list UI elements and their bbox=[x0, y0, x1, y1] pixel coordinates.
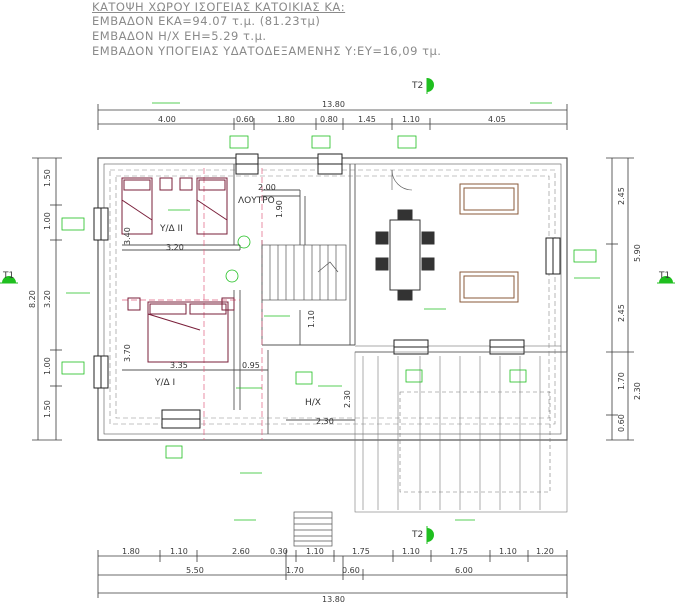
dim-bottom-row2-2: 1.70 bbox=[286, 566, 304, 575]
dim-bottom-8: 1.75 bbox=[450, 547, 468, 556]
plan-title: ΚΑΤΟΨΗ ΧΩΡΟΥ ΙΣΟΓΕΙΑΣ ΚΑΤΟΙΚΙΑΣ ΚΑ: bbox=[92, 0, 346, 14]
dim-bottom-4: 0.30 bbox=[270, 547, 288, 556]
pergola bbox=[354, 351, 568, 513]
t1-left-label: T1 bbox=[2, 271, 14, 281]
sofa-bottom bbox=[459, 271, 519, 303]
bed-bedroom2 bbox=[121, 177, 228, 235]
dim-left-1: 1.50 bbox=[43, 169, 52, 187]
section-mark-t2-top: T2 bbox=[411, 78, 434, 94]
dim-left-5: 1.50 bbox=[43, 400, 52, 418]
level-markers bbox=[61, 102, 600, 521]
t1-right-label: T1 bbox=[658, 271, 670, 281]
entrance-steps bbox=[293, 511, 333, 547]
dim-bottom-2: 1.10 bbox=[170, 547, 188, 556]
windows bbox=[93, 153, 561, 429]
dim-bottom-1: 1.80 bbox=[122, 547, 140, 556]
sofa-top bbox=[459, 183, 519, 215]
room-label-bedroom2: Υ/Δ ΙΙ bbox=[159, 224, 183, 234]
dim-left-3: 3.20 bbox=[43, 290, 52, 308]
dim-bottom-10: 1.20 bbox=[536, 547, 554, 556]
dim-bottom-5: 1.10 bbox=[306, 547, 324, 556]
room-label-wc: Η/Χ bbox=[305, 398, 321, 408]
dim-bottom-6: 1.75 bbox=[352, 547, 370, 556]
dim-corridor: 1.10 bbox=[307, 310, 316, 328]
dim-bath-height: 1.90 bbox=[275, 200, 284, 218]
dimension-right bbox=[606, 157, 634, 441]
dim-top-2: 0.60 bbox=[236, 115, 254, 124]
dimension-left bbox=[32, 157, 62, 441]
dim-wc-width: 2.30 bbox=[316, 417, 334, 426]
dim-bottom-3: 2.60 bbox=[232, 547, 250, 556]
dim-bottom-row2-1: 5.50 bbox=[186, 566, 204, 575]
dim-wc-height: 2.30 bbox=[343, 390, 352, 408]
area-tank: ΕΜΒΑΔΟΝ ΥΠΟΓΕΙΑΣ ΥΔΑΤΟΔΕΞΑΜΕΝΗΣ Υ:ΕΥ=16,… bbox=[92, 44, 442, 58]
eaves-outline bbox=[109, 169, 556, 425]
dim-right-outer-2: 2.30 bbox=[633, 382, 642, 400]
section-mark-t1-right: T1 bbox=[657, 271, 675, 284]
dimension-bottom bbox=[97, 550, 568, 598]
section-mark-t2-bottom: T2 bbox=[411, 526, 434, 544]
dim-left-4: 1.00 bbox=[43, 357, 52, 375]
section-mark-t1-left: T1 bbox=[0, 271, 18, 284]
area-main: ΕΜΒΑΔΟΝ ΕΚΑ=94.07 τ.μ. (81.23τμ) bbox=[92, 14, 321, 28]
dim-left-2: 1.00 bbox=[43, 212, 52, 230]
dim-right-3: 1.70 bbox=[617, 372, 626, 390]
dim-top-3: 1.80 bbox=[277, 115, 295, 124]
area-wc: ΕΜΒΑΔΟΝ Η/Χ ΕΗ=5.29 τ.μ. bbox=[92, 29, 267, 43]
staircase bbox=[261, 244, 347, 301]
dim-right-outer-1: 5.90 bbox=[633, 244, 642, 262]
dim-bottom-9: 1.10 bbox=[499, 547, 517, 556]
dim-bath-width: 2.00 bbox=[258, 183, 276, 192]
t2-bottom-label: T2 bbox=[411, 530, 423, 540]
dim-right-2: 2.45 bbox=[617, 304, 626, 322]
room-label-bedroom1: Υ/Δ Ι bbox=[154, 378, 175, 388]
dim-top-5: 1.45 bbox=[358, 115, 376, 124]
dim-left-total: 8.20 bbox=[28, 290, 37, 308]
dim-bedroom2-height: 3.40 bbox=[123, 227, 132, 245]
dim-closet: 0.95 bbox=[242, 361, 260, 370]
dim-bedroom2-width: 3.20 bbox=[166, 243, 184, 252]
dim-top-total: 13.80 bbox=[322, 100, 345, 109]
dim-bottom-7: 1.10 bbox=[402, 547, 420, 556]
t2-top-label: T2 bbox=[411, 81, 423, 91]
dimension-top bbox=[97, 104, 568, 130]
dim-bedroom1-width: 3.35 bbox=[170, 361, 188, 370]
dim-right-1: 2.45 bbox=[617, 187, 626, 205]
dim-top-7: 4.05 bbox=[488, 115, 506, 124]
dim-bottom-total: 13.80 bbox=[322, 595, 345, 604]
dim-bedroom1-height: 3.70 bbox=[123, 344, 132, 362]
door-swing bbox=[391, 169, 413, 191]
dim-right-4: 0.60 bbox=[617, 414, 626, 432]
dining-table bbox=[375, 209, 435, 301]
bed-bedroom1 bbox=[127, 297, 235, 363]
outer-walls bbox=[97, 157, 568, 441]
dim-bottom-row2-4: 6.00 bbox=[455, 566, 473, 575]
dim-top-4: 0.80 bbox=[320, 115, 338, 124]
dim-top-1: 4.00 bbox=[158, 115, 176, 124]
room-label-bath: ΛΟΥΤΡΟ bbox=[238, 196, 275, 206]
dim-top-6: 1.10 bbox=[402, 115, 420, 124]
dim-bottom-row2-3: 0.60 bbox=[342, 566, 360, 575]
